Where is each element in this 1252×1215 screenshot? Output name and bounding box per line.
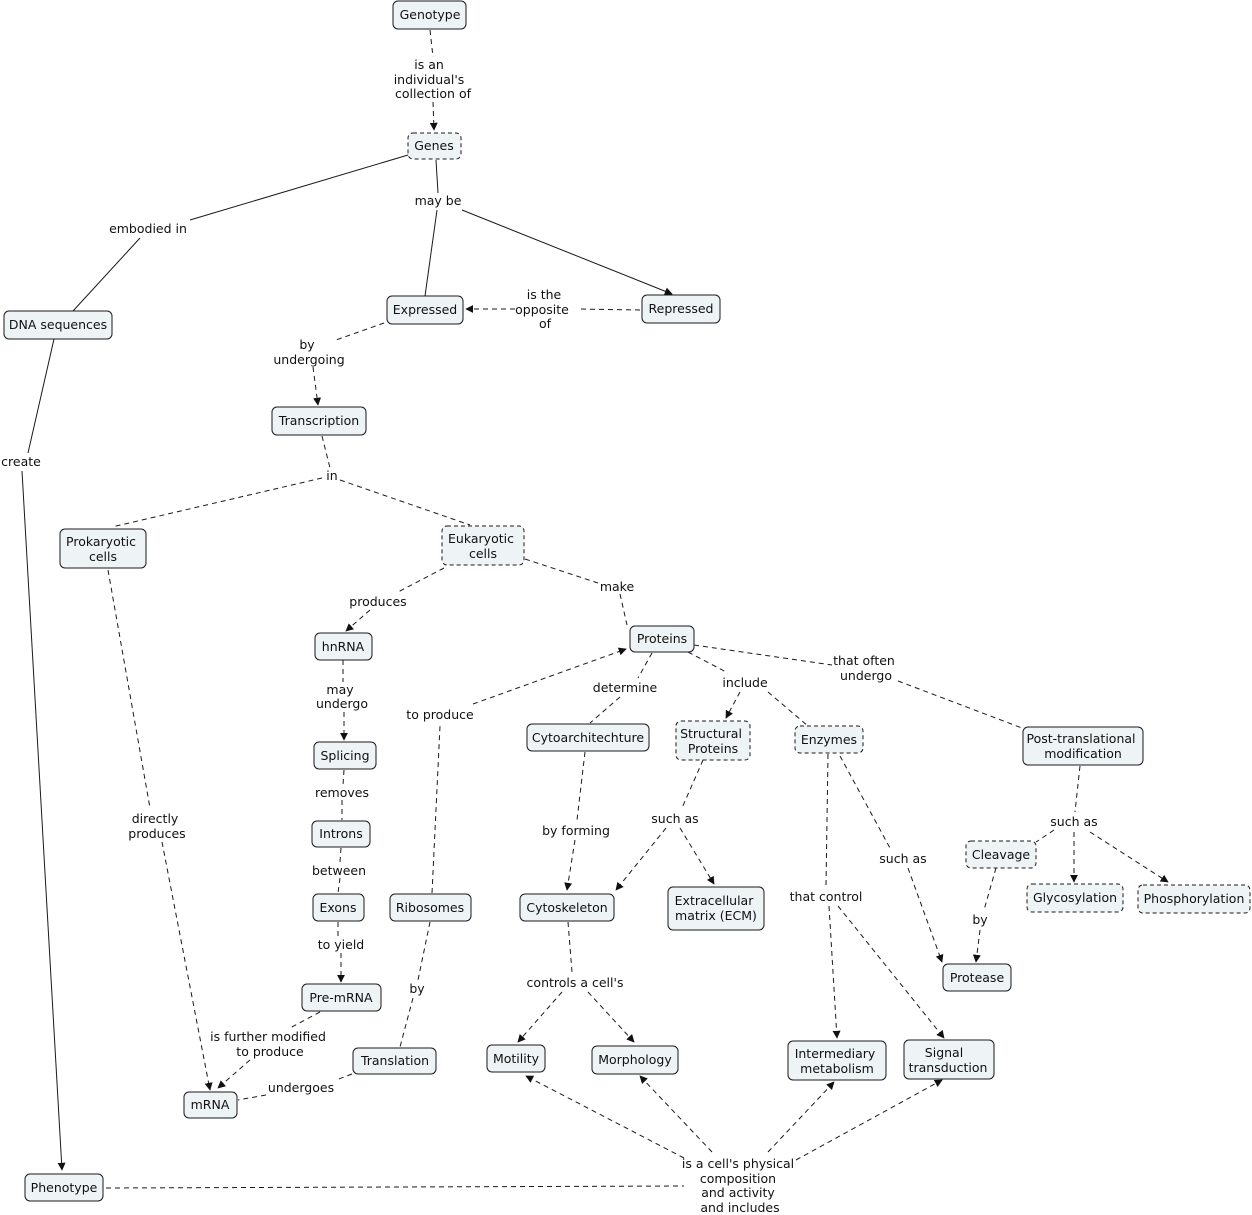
link-that-control: that control bbox=[790, 889, 863, 904]
link-that-often-undergo: that often undergo bbox=[833, 653, 899, 683]
svg-text:Post-translational mod: Post-translational modification bbox=[1027, 731, 1140, 761]
node-genotype[interactable]: Genotype bbox=[392, 0, 467, 30]
svg-text:Proteins: Proteins bbox=[637, 631, 687, 646]
concept-nodes: Genotype Genes DNA sequences Expressed R… bbox=[3, 0, 1251, 1202]
node-transcription[interactable]: Transcription bbox=[271, 406, 367, 436]
svg-text:Ribosomes: Ribosomes bbox=[396, 900, 464, 915]
svg-text:Structural Proteins: Structural Proteins bbox=[680, 726, 746, 756]
svg-text:Enzymes: Enzymes bbox=[801, 732, 857, 747]
svg-text:Genes: Genes bbox=[414, 138, 454, 153]
link-to-yield: to yield bbox=[318, 937, 365, 952]
node-introns[interactable]: Introns bbox=[311, 820, 371, 848]
link-further-modified: is further modified to produce bbox=[210, 1029, 330, 1059]
node-phenotype[interactable]: Phenotype bbox=[24, 1173, 104, 1202]
node-cleavage[interactable]: Cleavage bbox=[965, 840, 1037, 869]
node-ribosomes[interactable]: Ribosomes bbox=[389, 893, 472, 922]
link-to-produce: to produce bbox=[406, 707, 474, 722]
svg-text:Cleavage: Cleavage bbox=[972, 847, 1031, 862]
svg-text:Genotype: Genotype bbox=[400, 7, 461, 22]
node-proteins[interactable]: Proteins bbox=[629, 625, 695, 653]
link-physical-composition: is a cell's physical composition and act… bbox=[682, 1156, 798, 1215]
link-removes: removes bbox=[315, 785, 369, 800]
node-repressed[interactable]: Repressed bbox=[641, 294, 721, 324]
link-directly-produces: directly produces bbox=[128, 811, 185, 841]
node-mrna[interactable]: mRNA bbox=[183, 1091, 238, 1119]
svg-text:Motility: Motility bbox=[493, 1051, 540, 1066]
node-morphology[interactable]: Morphology bbox=[591, 1045, 679, 1075]
node-motility[interactable]: Motility bbox=[486, 1044, 546, 1073]
link-such-as-ptm: such as bbox=[1050, 814, 1097, 829]
svg-text:mRNA: mRNA bbox=[191, 1097, 230, 1112]
node-cytoarchitecture[interactable]: Cytoarchitechture bbox=[526, 723, 650, 752]
node-hnrna[interactable]: hnRNA bbox=[314, 632, 373, 661]
svg-text:Exons: Exons bbox=[320, 900, 357, 915]
node-translation[interactable]: Translation bbox=[352, 1047, 437, 1075]
svg-text:Repressed: Repressed bbox=[649, 301, 714, 316]
svg-text:Transcription: Transcription bbox=[278, 413, 359, 428]
link-undergoes: undergoes bbox=[268, 1080, 334, 1095]
link-controls-a-cells: controls a cell's bbox=[527, 975, 624, 990]
node-expressed[interactable]: Expressed bbox=[386, 295, 464, 325]
link-make: make bbox=[600, 579, 635, 594]
link-such-as-enzymes: such as bbox=[879, 851, 926, 866]
svg-text:hnRNA: hnRNA bbox=[322, 639, 365, 654]
svg-text:Expressed: Expressed bbox=[393, 302, 457, 317]
link-create: create bbox=[1, 454, 41, 469]
link-labels: is an individual's collection of embodie… bbox=[1, 57, 1098, 1215]
link-by-translation: by bbox=[409, 981, 425, 996]
node-exons[interactable]: Exons bbox=[312, 893, 365, 922]
svg-text:Introns: Introns bbox=[319, 826, 362, 841]
link-in: in bbox=[326, 468, 337, 483]
node-pre-mrna[interactable]: Pre-mRNA bbox=[301, 983, 382, 1012]
svg-text:Extracellular matrix (: Extracellular matrix (ECM) bbox=[675, 893, 758, 923]
svg-text:Pre-mRNA: Pre-mRNA bbox=[309, 990, 373, 1005]
link-determine: determine bbox=[593, 680, 658, 695]
link-is-opposite-of: is the opposite of bbox=[515, 287, 573, 331]
svg-text:Intermediary metabolis: Intermediary metabolism bbox=[795, 1046, 880, 1076]
svg-text:Translation: Translation bbox=[360, 1053, 429, 1068]
link-is-collection-of: is an individual's collection of bbox=[394, 57, 472, 101]
svg-text:Splicing: Splicing bbox=[320, 748, 369, 763]
link-embodied-in: embodied in bbox=[109, 221, 187, 236]
node-cytoskeleton[interactable]: Cytoskeleton bbox=[519, 893, 615, 922]
node-post-translational-modification[interactable]: Post-translational modification bbox=[1022, 726, 1144, 766]
node-signal-transduction[interactable]: Signal transduction bbox=[903, 1039, 995, 1080]
svg-text:Glycosylation: Glycosylation bbox=[1033, 890, 1117, 905]
node-phosphorylation[interactable]: Phosphorylation bbox=[1137, 884, 1251, 914]
svg-text:Signal transduction: Signal transduction bbox=[909, 1045, 988, 1075]
svg-text:Protease: Protease bbox=[950, 970, 1005, 985]
node-dna-sequences[interactable]: DNA sequences bbox=[3, 310, 113, 340]
svg-text:Cytoskeleton: Cytoskeleton bbox=[526, 900, 607, 915]
node-glycosylation[interactable]: Glycosylation bbox=[1026, 883, 1124, 913]
node-structural-proteins[interactable]: Structural Proteins bbox=[675, 720, 751, 761]
link-by-protease: by bbox=[972, 912, 988, 927]
node-enzymes[interactable]: Enzymes bbox=[794, 725, 864, 754]
node-protease[interactable]: Protease bbox=[942, 963, 1012, 992]
link-such-as-structural: such as bbox=[651, 811, 698, 826]
svg-text:Cytoarchitechture: Cytoarchitechture bbox=[532, 730, 645, 745]
svg-text:Prokaryotic cells: Prokaryotic cells bbox=[66, 534, 140, 564]
node-splicing[interactable]: Splicing bbox=[313, 741, 377, 770]
node-intermediary-metabolism[interactable]: Intermediary metabolism bbox=[787, 1040, 887, 1081]
link-may-undergo: may undergo bbox=[316, 682, 368, 711]
link-produces: produces bbox=[349, 594, 406, 609]
link-by-undergoing: by undergoing bbox=[273, 337, 344, 367]
link-by-forming: by forming bbox=[542, 823, 610, 838]
svg-text:Eukaryotic cells: Eukaryotic cells bbox=[448, 531, 518, 561]
link-may-be: may be bbox=[415, 193, 462, 208]
node-extracellular-matrix[interactable]: Extracellular matrix (ECM) bbox=[667, 886, 765, 931]
node-prokaryotic-cells[interactable]: Prokaryotic cells bbox=[59, 528, 147, 569]
svg-text:DNA sequences: DNA sequences bbox=[9, 317, 107, 332]
node-eukaryotic-cells[interactable]: Eukaryotic cells bbox=[441, 525, 525, 566]
connectors bbox=[21, 29, 1169, 1189]
node-genes[interactable]: Genes bbox=[407, 132, 462, 160]
link-include: include bbox=[722, 675, 768, 690]
svg-text:Morphology: Morphology bbox=[598, 1052, 672, 1067]
svg-text:Phenotype: Phenotype bbox=[31, 1180, 98, 1195]
link-between: between bbox=[312, 863, 366, 878]
svg-text:Phosphorylation: Phosphorylation bbox=[1144, 891, 1245, 906]
